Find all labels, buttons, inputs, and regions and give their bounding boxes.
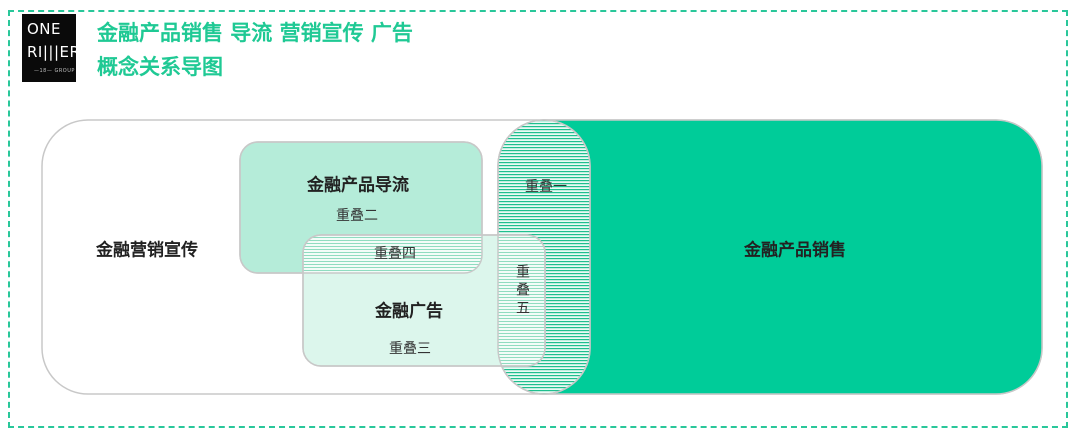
overlap-four-label: 重叠四 [374,246,416,262]
logo-line-2: RI|||ER [27,43,81,61]
ads-label: 金融广告 [375,301,443,322]
page-title: 金融产品销售 导流 营销宣传 广告 [97,21,413,45]
overlap-three-label: 重叠三 [389,341,431,357]
logo-line-1: ONE [27,20,62,38]
page-subtitle: 概念关系导图 [97,55,223,79]
logo-line-3: —18— GROUP [34,68,75,74]
traffic-label: 金融产品导流 [307,175,409,196]
overlap-two-label: 重叠二 [336,208,378,224]
overlap-five-label: 重叠五 [514,264,530,318]
dashed-frame [8,10,1068,428]
overlap-one-label: 重叠一 [525,179,567,195]
marketing-label: 金融营销宣传 [96,240,198,261]
brand-logo: ONE RI|||ER —18— GROUP [22,14,80,82]
sales-label: 金融产品销售 [744,240,846,261]
